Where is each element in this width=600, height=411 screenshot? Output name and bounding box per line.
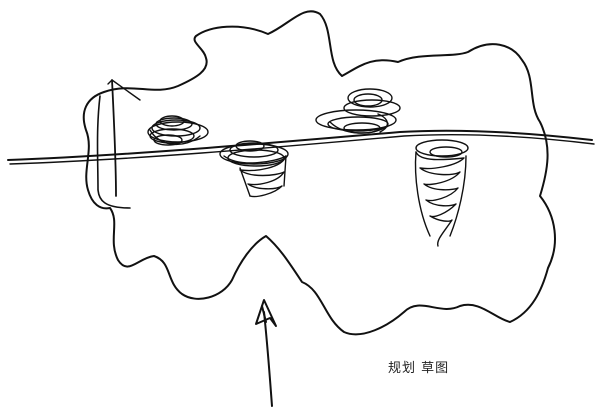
short-tick: [107, 79, 141, 101]
arrow-up-icon: [255, 299, 277, 407]
sketch-caption: 规划 草图: [388, 361, 450, 376]
vertical-marker-line: [111, 79, 117, 197]
main-axis-line: [7, 129, 593, 161]
boundary-notch: [96, 95, 131, 209]
main-axis-line-echo: [9, 134, 595, 165]
spiral-icon: [219, 140, 289, 198]
spiral-icon: [315, 88, 401, 134]
spiral-icon: [414, 139, 469, 247]
site-boundary: [82, 10, 556, 336]
spiral-icon: [147, 115, 209, 146]
